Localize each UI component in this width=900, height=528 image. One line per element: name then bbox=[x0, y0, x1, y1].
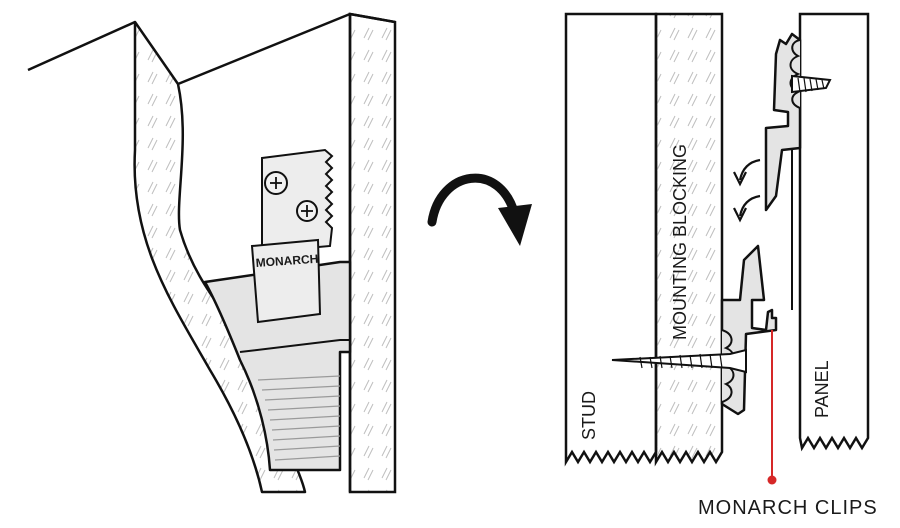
bracket-lip bbox=[239, 339, 350, 353]
upper-clip-plate bbox=[261, 148, 334, 254]
wall-top-edges bbox=[27, 12, 396, 86]
monarch-clips-callout: MONARCH CLIPS bbox=[698, 497, 878, 519]
lower-screw bbox=[611, 348, 747, 374]
left-perspective-view: MONARCH bbox=[27, 12, 397, 494]
mounting-blocking-board bbox=[654, 12, 724, 467]
right-section-view: STUD MOUNTING BLOCKING PANEL bbox=[564, 12, 878, 519]
clip-brand-text: MONARCH bbox=[255, 252, 318, 270]
callout-dot bbox=[767, 475, 777, 485]
curved-arrow-icon bbox=[427, 173, 532, 246]
upper-screw bbox=[791, 74, 832, 94]
screw-head-2 bbox=[296, 200, 318, 222]
bracket-ribs bbox=[257, 375, 341, 461]
panel-label: PANEL bbox=[812, 360, 832, 418]
stud-label: STUD bbox=[579, 391, 599, 440]
wall-face bbox=[348, 12, 397, 494]
screw-head-1 bbox=[264, 171, 288, 195]
mounting-blocking-label: MOUNTING BLOCKING bbox=[670, 144, 690, 340]
lower-wall-clip bbox=[720, 244, 778, 416]
panel-board bbox=[798, 12, 870, 452]
motion-arrows-icon bbox=[733, 158, 761, 223]
clip-label-tab bbox=[250, 238, 322, 324]
stud-board bbox=[564, 12, 658, 467]
